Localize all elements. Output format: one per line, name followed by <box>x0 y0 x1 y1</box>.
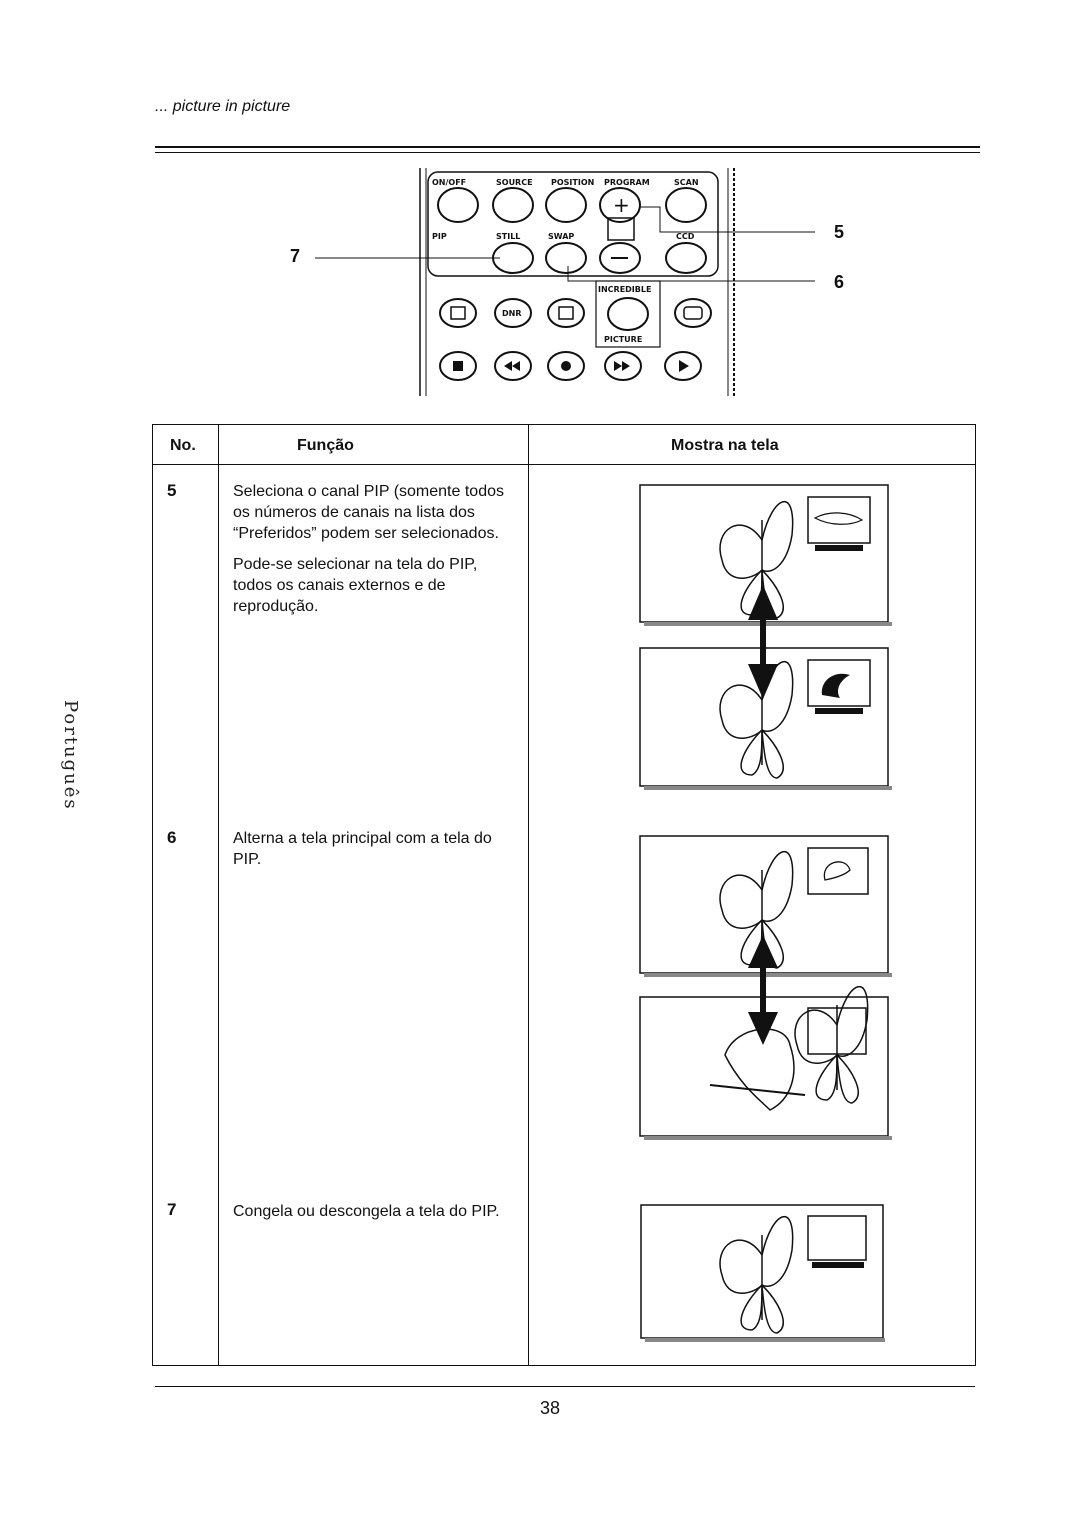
table-divider-1 <box>218 424 219 1366</box>
header-function: Função <box>297 437 354 454</box>
row-5-text-1: Seleciona o canal PIP (somente todos os … <box>233 483 504 542</box>
row-5-description: Seleciona o canal PIP (somente todos os … <box>233 481 518 627</box>
picture-label: PICTURE <box>604 335 642 344</box>
row-7-description: Congela ou descongela a tela do PIP. <box>233 1203 500 1220</box>
incredible-label: INCREDIBLE <box>598 285 651 294</box>
screen-illustrations <box>639 484 892 1342</box>
table-divider-2 <box>528 424 529 1366</box>
row-7-number: 7 <box>167 1200 177 1219</box>
scan-label: SCAN <box>674 178 699 187</box>
ccd-label: CCD <box>676 232 695 241</box>
position-label: POSITION <box>551 178 594 187</box>
callout-lines <box>315 206 815 282</box>
header-rule-thin <box>155 152 980 153</box>
language-tab: Português <box>60 700 81 811</box>
row-6-description: Alterna a tela principal com a tela do P… <box>233 830 492 868</box>
function-table <box>152 424 976 1366</box>
still-label: STILL <box>496 232 520 241</box>
footer-rule <box>155 1386 975 1387</box>
callout-6: 6 <box>834 272 845 292</box>
callout-7: 7 <box>290 246 301 266</box>
dnr-label: DNR <box>502 309 522 318</box>
row-5-text-2: Pode-se selecionar na tela do PIP, todos… <box>233 556 478 615</box>
header-no: No. <box>170 437 196 454</box>
row-6-number: 6 <box>167 828 177 847</box>
row-5-number: 5 <box>167 481 177 500</box>
pip-window-7 <box>807 1215 867 1261</box>
page-number: 38 <box>540 1398 561 1418</box>
onoff-label: ON/OFF <box>432 178 466 187</box>
remote-control-illustration: ON/OFF SOURCE POSITION PROGRAM SCAN + PI… <box>419 168 735 396</box>
swap-label: SWAP <box>548 232 574 241</box>
table-header-rule <box>152 464 976 465</box>
pip-label: PIP <box>432 232 447 241</box>
section-title: ... picture in picture <box>155 98 291 115</box>
pip-window-6a <box>807 847 869 895</box>
callout-5: 5 <box>834 222 845 242</box>
header-rule <box>155 146 980 148</box>
source-label: SOURCE <box>496 178 533 187</box>
svg-text:+: + <box>613 193 630 217</box>
header-screen: Mostra na tela <box>671 437 779 454</box>
program-label: PROGRAM <box>604 178 650 187</box>
